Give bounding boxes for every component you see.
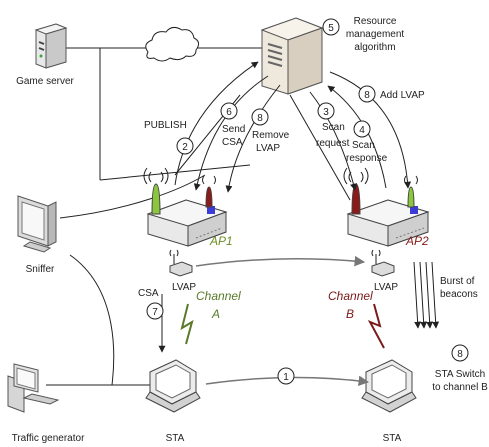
lvap-migration-arrow [195, 255, 366, 267]
publish-label: PUBLISH [144, 120, 187, 131]
step-2-badge: 2 [176, 137, 194, 155]
svg-text:2: 2 [182, 142, 188, 153]
csa-label: CSA [138, 288, 159, 299]
traffic-generator-label: Traffic generator [12, 433, 85, 444]
step-6-badge: 6 [220, 102, 238, 120]
remove-lvap-line1: Remove [252, 130, 290, 141]
resource-label-line2: management [346, 29, 405, 40]
send-csa-line1: Send [222, 124, 245, 135]
ap2-icon [346, 183, 430, 247]
sniffer-label: Sniffer [26, 264, 55, 275]
ap1-icon [146, 183, 228, 247]
ap2-label: AP2 [405, 234, 429, 248]
game-server-label: Game server [16, 76, 74, 87]
network-links [46, 47, 351, 386]
channel-a-line2: A [211, 307, 220, 321]
lvap-left-label: LVAP [172, 282, 196, 293]
burst-line2: beacons [440, 289, 478, 300]
svg-text:4: 4 [359, 125, 365, 136]
channel-b-line2: B [346, 307, 354, 321]
step-5-badge: 5 [322, 18, 340, 36]
lvap-right-label: LVAP [374, 282, 398, 293]
step-7-badge: 7 [146, 302, 164, 320]
sta-left-laptop-icon [145, 359, 201, 413]
svg-text:3: 3 [323, 107, 329, 118]
sta-switch-line1: STA Switch [435, 369, 485, 380]
step-3-badge: 3 [317, 102, 335, 120]
wifi-signal-icons [143, 167, 418, 185]
cloud-icon [145, 26, 200, 62]
svg-text:8: 8 [457, 349, 463, 360]
remove-lvap-line2: LVAP [256, 143, 280, 154]
resource-label-line3: algorithm [354, 42, 395, 53]
svg-text:6: 6 [226, 107, 232, 118]
step-8-switch-badge: 8 [451, 344, 469, 362]
svg-text:7: 7 [152, 307, 158, 318]
svg-text:8: 8 [364, 90, 370, 101]
channel-b-link [367, 303, 385, 349]
sta-switch-line2: to channel B [432, 382, 488, 393]
step-8-add-badge: 8 [358, 85, 376, 103]
sta-right-laptop-icon [361, 359, 417, 413]
scan-response-line2: response [346, 153, 388, 164]
channel-b-line1: Channel [328, 289, 373, 303]
add-lvap-label: Add LVAP [380, 90, 425, 101]
traffic-generator-icon [7, 363, 60, 413]
scan-request-line1: Scan [322, 122, 345, 133]
lvap-right-icon [371, 249, 395, 277]
game-server-icon [34, 23, 68, 69]
sniffer-icon [17, 195, 57, 253]
channel-a-line1: Channel [196, 289, 241, 303]
svg-text:8: 8 [257, 113, 263, 124]
burst-line1: Burst of [440, 276, 475, 287]
resource-management-server-icon [260, 17, 324, 95]
beacon-burst-arrows [413, 261, 440, 329]
svg-text:1: 1 [283, 372, 289, 383]
send-csa-line2: CSA [222, 137, 243, 148]
sta-right-label: STA [383, 433, 402, 444]
channel-a-link [180, 303, 194, 345]
step-4-badge: 4 [353, 120, 371, 138]
resource-label-line1: Resource [354, 16, 397, 27]
lvap-left-icon [169, 249, 193, 277]
step-8-remove-badge: 8 [251, 108, 269, 126]
ap1-label: AP1 [209, 234, 233, 248]
sta-left-label: STA [166, 433, 185, 444]
scan-response-line1: Scan [352, 140, 375, 151]
svg-text:5: 5 [328, 23, 334, 34]
step-1-badge: 1 [277, 367, 295, 385]
scan-request-line2: request [316, 138, 350, 149]
